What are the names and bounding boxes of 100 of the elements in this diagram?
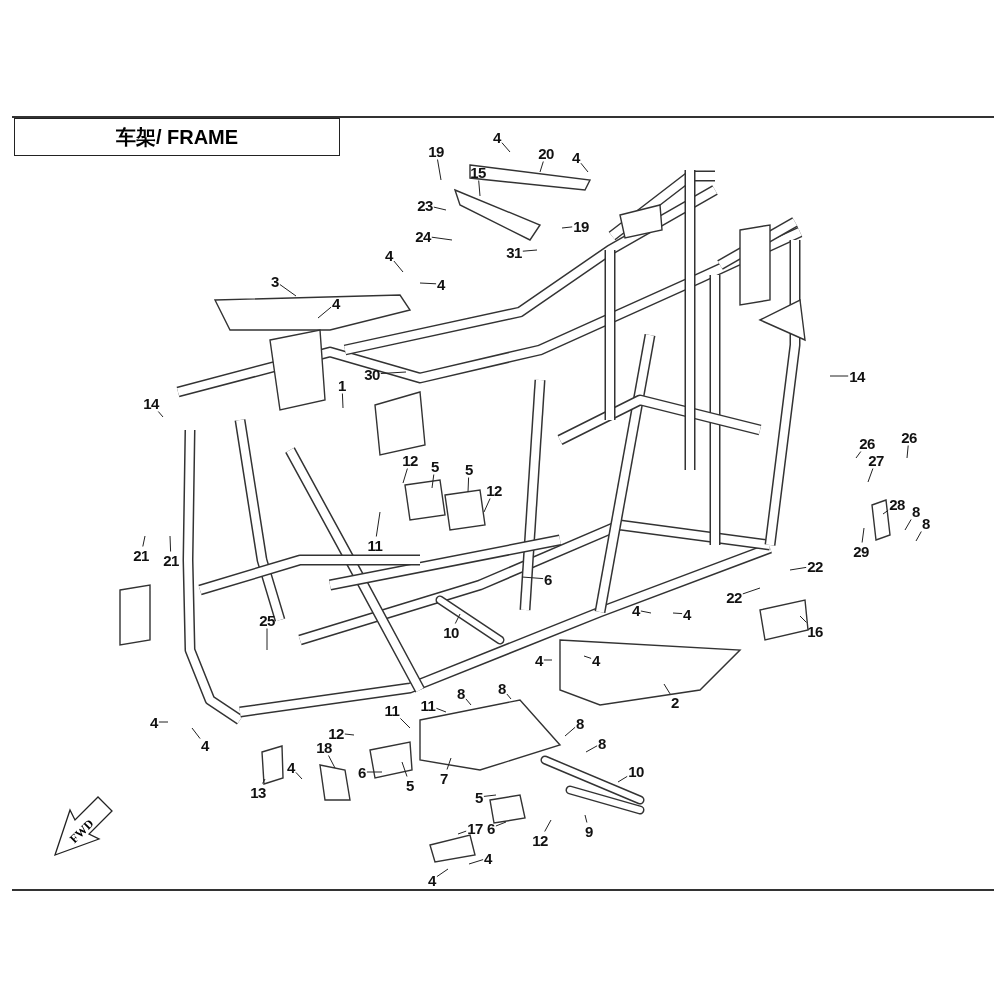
- callout-number: 8: [922, 515, 930, 531]
- callout-number: 25: [259, 612, 275, 628]
- callout-number: 26: [901, 429, 917, 445]
- leader-line: [295, 771, 303, 780]
- leader-line: [544, 819, 552, 832]
- callout-number: 4: [437, 276, 445, 292]
- callout-number: 19: [428, 143, 444, 159]
- leader-line: [882, 509, 889, 515]
- leader-line: [467, 477, 470, 493]
- callout-number: 21: [133, 547, 149, 563]
- callout-number: 5: [465, 461, 473, 477]
- leader-line: [583, 655, 592, 659]
- leader-line: [437, 159, 442, 181]
- callout-number: 4: [287, 759, 295, 775]
- leader-line: [157, 411, 164, 418]
- callout-number: 30: [364, 366, 380, 382]
- leader-line: [521, 576, 544, 580]
- leader-line: [457, 830, 467, 835]
- leader-line: [904, 519, 912, 531]
- callout-number: 27: [868, 452, 884, 468]
- leader-line: [617, 775, 628, 783]
- callout-number: 6: [358, 764, 366, 780]
- leader-line: [483, 794, 497, 797]
- callout-number: 4: [493, 129, 501, 145]
- title-box: 车架/ FRAME: [14, 118, 340, 156]
- leader-line: [829, 375, 849, 377]
- callout-number: 4: [332, 295, 340, 311]
- leader-line: [799, 615, 807, 623]
- callout-number: 4: [535, 652, 543, 668]
- leader-line: [539, 161, 544, 173]
- callout-number: 22: [807, 558, 823, 574]
- callout-number: 8: [598, 735, 606, 751]
- leader-line: [366, 771, 383, 773]
- callout-number: 8: [912, 503, 920, 519]
- callout-number: 17: [467, 820, 483, 836]
- leader-line: [640, 610, 652, 614]
- callout-number: 12: [486, 482, 502, 498]
- callout-number: 9: [585, 823, 593, 839]
- callout-number: 14: [849, 368, 865, 384]
- leader-line: [380, 371, 407, 374]
- leader-line: [328, 755, 336, 769]
- callout-number: 12: [532, 832, 548, 848]
- callout-number: 7: [440, 770, 448, 786]
- leader-line: [454, 613, 461, 624]
- leader-line: [419, 282, 437, 285]
- leader-line: [580, 162, 589, 173]
- callout-number: 21: [163, 552, 179, 568]
- leader-line: [584, 814, 588, 823]
- callout-number: 8: [576, 715, 584, 731]
- callout-number: 5: [475, 789, 483, 805]
- leader-line: [483, 498, 491, 513]
- callout-number: 3: [271, 273, 279, 289]
- callout-number: 6: [487, 820, 495, 836]
- leader-line: [789, 566, 807, 571]
- callout-number: 4: [428, 872, 436, 888]
- leader-line: [401, 761, 408, 777]
- callout-number: 10: [628, 763, 644, 779]
- leader-line: [468, 859, 484, 865]
- callout-number: 12: [402, 452, 418, 468]
- callout-number: 4: [683, 606, 691, 622]
- leader-line: [867, 468, 874, 483]
- callout-number: 5: [406, 777, 414, 793]
- callout-number: 1: [338, 377, 346, 393]
- callout-number: 23: [417, 197, 433, 213]
- leader-line: [279, 284, 297, 297]
- callout-number: 6: [544, 571, 552, 587]
- leader-line: [435, 707, 447, 713]
- leader-line: [431, 474, 435, 489]
- callout-number: 31: [506, 244, 522, 260]
- callout-number: 14: [143, 395, 159, 411]
- leader-line: [522, 249, 538, 252]
- leader-line: [564, 726, 576, 737]
- leader-line: [341, 393, 344, 409]
- leader-line: [543, 659, 553, 661]
- leader-line: [465, 698, 472, 706]
- leader-line: [262, 778, 266, 784]
- callout-number: 20: [538, 145, 554, 161]
- callout-number: 10: [443, 624, 459, 640]
- callout-number: 8: [498, 680, 506, 696]
- leader-line: [501, 142, 511, 153]
- leader-line: [399, 717, 411, 729]
- callout-number: 4: [632, 602, 640, 618]
- callout-number: 4: [592, 652, 600, 668]
- leader-line: [158, 721, 169, 723]
- leader-line: [478, 180, 481, 197]
- leader-line: [861, 527, 865, 543]
- callout-number: 11: [367, 537, 383, 553]
- callout-number: 22: [726, 589, 742, 605]
- callout-number: 11: [420, 697, 436, 713]
- callout-number: 5: [431, 458, 439, 474]
- leader-line: [169, 535, 172, 552]
- callout-number: 8: [457, 685, 465, 701]
- callout-number: 11: [384, 702, 400, 718]
- leader-line: [433, 206, 447, 211]
- leader-line: [915, 531, 922, 542]
- callout-number: 16: [807, 623, 823, 639]
- callout-number: 15: [470, 164, 486, 180]
- callout-number: 26: [859, 435, 875, 451]
- callout-number: 4: [201, 737, 209, 753]
- leader-line: [142, 535, 146, 547]
